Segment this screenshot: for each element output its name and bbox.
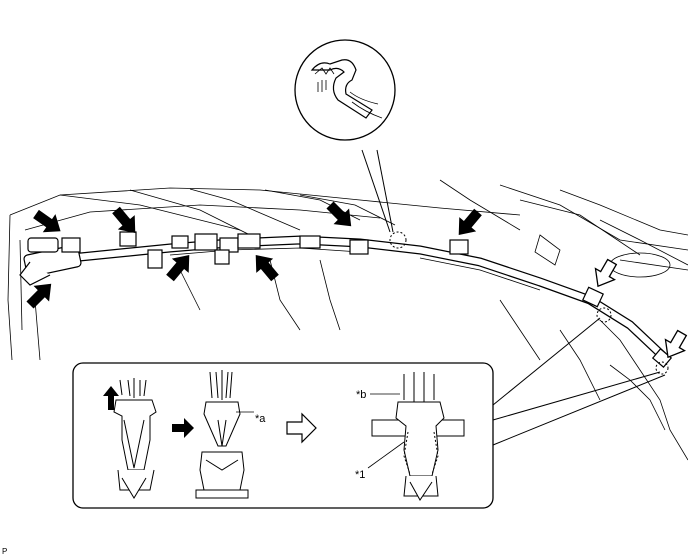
- clip-arrow: [664, 329, 688, 359]
- bolt-arrow: [26, 283, 52, 309]
- clip-detail-inset: *a *b *1: [72, 362, 494, 509]
- callout-b-label: *b: [356, 389, 366, 401]
- bolt-arrow: [112, 206, 136, 233]
- zoom-detail-circle: [294, 39, 396, 233]
- clip-arrow: [594, 258, 618, 288]
- clip-step-1: [113, 378, 157, 499]
- bolt-arrow: [33, 209, 61, 233]
- clip-location-marker: [389, 231, 407, 249]
- transition-arrow: [286, 412, 317, 444]
- bolt-arrow: [166, 255, 190, 282]
- bolt-arrow: [326, 201, 352, 227]
- callout-a-label: *a: [255, 413, 266, 425]
- clip-cross-section: [371, 372, 465, 501]
- clip-location-markers: [389, 231, 669, 375]
- pull-up-arrow: [103, 386, 119, 410]
- clip-arrows: [594, 258, 688, 359]
- figure-id: P: [2, 547, 8, 556]
- step-arrow: [172, 418, 194, 438]
- curtain-airbag-assembly: [19, 231, 673, 368]
- bolt-arrows: [26, 201, 482, 309]
- callout-1-label: *1: [355, 469, 365, 481]
- clip-step-2: [195, 370, 249, 499]
- vehicle-body-outline: [7, 179, 688, 461]
- bolt-arrow: [458, 208, 482, 235]
- bolt-arrow: [255, 255, 279, 282]
- callout-1-leader: [367, 441, 405, 469]
- clip-location-marker: [655, 361, 669, 375]
- detail-leader-lines: [492, 317, 666, 446]
- clip-location-marker: [596, 307, 612, 323]
